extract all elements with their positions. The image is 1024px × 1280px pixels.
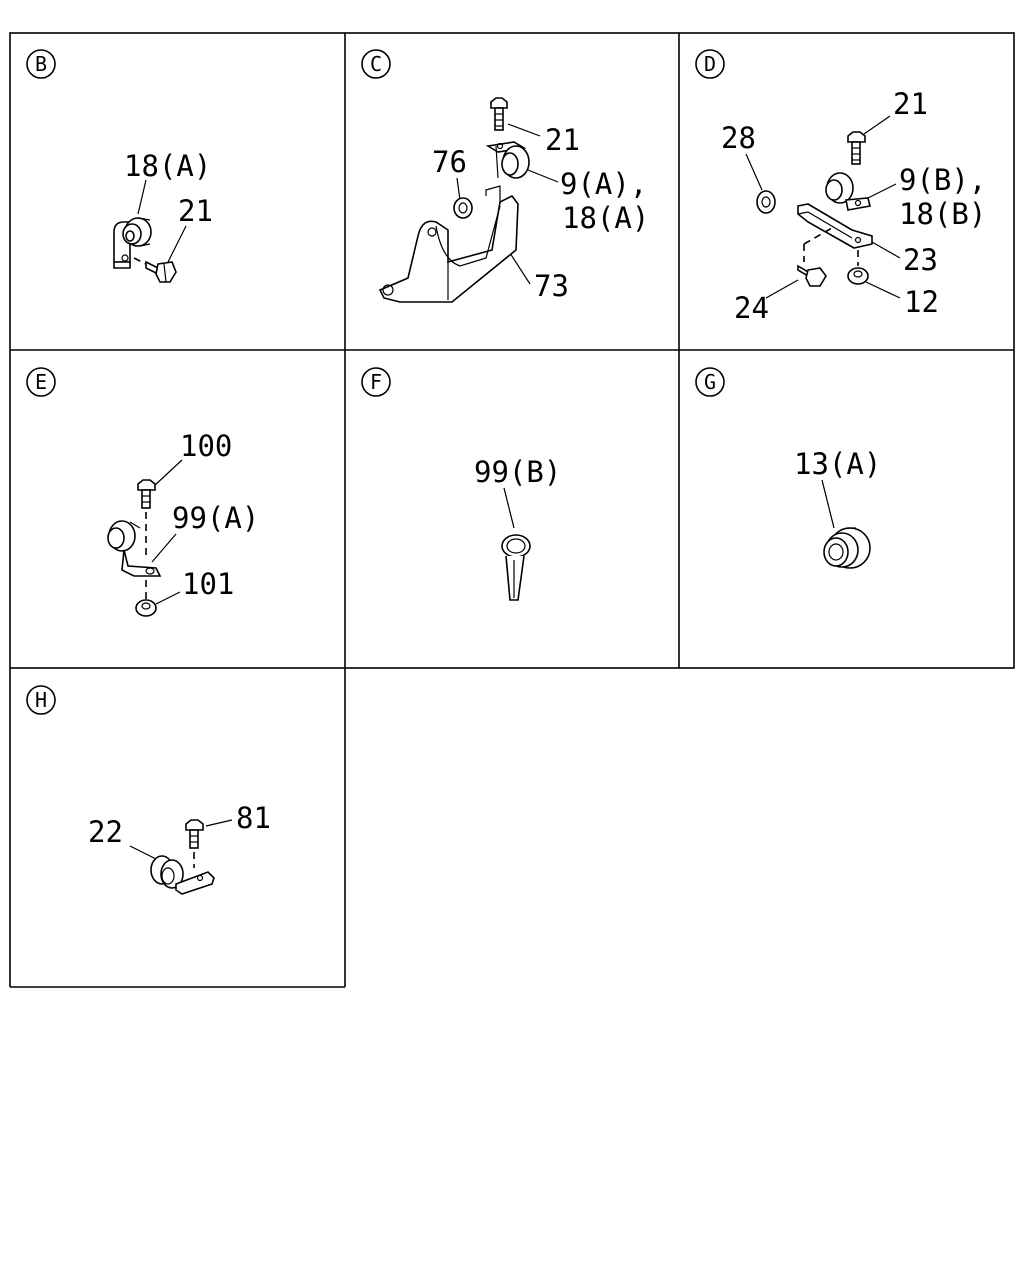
panel-tag-e-letter: E xyxy=(35,370,47,394)
panel-tag-h: H xyxy=(26,685,56,715)
part-label-101: 101 xyxy=(182,567,234,601)
panel-d: D 28 21 9(B), 18(B) 23 24 12 xyxy=(695,49,986,325)
panel-tag-b-letter: B xyxy=(35,52,47,76)
pipe-clip-icon xyxy=(825,172,871,211)
panel-tag-f-letter: F xyxy=(370,370,382,394)
bracket-icon xyxy=(378,185,519,303)
part-label-22: 22 xyxy=(88,815,123,849)
part-label-73: 73 xyxy=(534,269,569,303)
nut-icon xyxy=(135,580,157,617)
part-label-9b: 9(B), xyxy=(899,163,986,197)
panel-h: H 22 81 xyxy=(26,685,271,895)
part-label-21: 21 xyxy=(893,87,928,121)
panel-c: C 21 76 9(A), 18(A) 73 xyxy=(361,49,649,303)
bolt-icon xyxy=(490,97,508,131)
part-label-76: 76 xyxy=(432,145,467,179)
bolt-icon xyxy=(185,819,204,868)
grommet-icon xyxy=(823,527,871,569)
nut-icon xyxy=(847,267,869,285)
part-label-12: 12 xyxy=(904,285,939,319)
bolt-icon xyxy=(797,264,827,287)
bolt-icon xyxy=(847,131,866,165)
panel-tag-h-letter: H xyxy=(35,688,47,712)
panel-tag-g-letter: G xyxy=(704,370,716,394)
part-label-24: 24 xyxy=(734,291,769,325)
part-label-21: 21 xyxy=(545,123,580,157)
part-label-18a: 18(A) xyxy=(562,201,649,235)
panel-tag-f: F xyxy=(361,367,391,397)
part-label-28: 28 xyxy=(721,121,756,155)
panel-e: E 100 99(A) 101 xyxy=(26,367,259,617)
part-label-13a: 13(A) xyxy=(794,447,881,481)
part-label-81: 81 xyxy=(236,801,271,835)
panel-g: G 13(A) xyxy=(695,367,881,569)
panel-f: F 99(B) xyxy=(361,367,561,601)
part-label-21: 21 xyxy=(178,194,213,228)
pipe-clip-icon xyxy=(485,141,530,179)
pipe-clip-icon xyxy=(113,217,152,269)
part-label-100: 100 xyxy=(180,429,232,463)
bracket-icon xyxy=(797,203,873,266)
part-label-99a: 99(A) xyxy=(172,501,259,535)
bolt-icon xyxy=(137,479,156,560)
washer-icon xyxy=(453,197,473,219)
panel-tag-g: G xyxy=(695,367,725,397)
bolt-icon xyxy=(133,257,177,283)
part-label-18b: 18(B) xyxy=(899,197,986,231)
panel-tag-d-letter: D xyxy=(704,52,716,76)
cable-tie-icon xyxy=(501,534,531,601)
panel-b: B 18(A) 21 xyxy=(26,49,213,283)
panel-grid xyxy=(9,32,1015,988)
panel-tag-b: B xyxy=(26,49,56,79)
washer-icon xyxy=(756,190,776,214)
pipe-clip-icon xyxy=(150,855,215,895)
part-label-18a: 18(A) xyxy=(124,149,211,183)
panel-tag-c-letter: C xyxy=(370,52,382,76)
panel-tag-c: C xyxy=(361,49,391,79)
panel-tag-e: E xyxy=(26,367,56,397)
panel-tag-d: D xyxy=(695,49,725,79)
part-label-99b: 99(B) xyxy=(474,455,561,489)
pipe-clip-icon xyxy=(107,520,162,577)
part-label-9a: 9(A), xyxy=(560,167,647,201)
part-label-23: 23 xyxy=(903,243,938,277)
